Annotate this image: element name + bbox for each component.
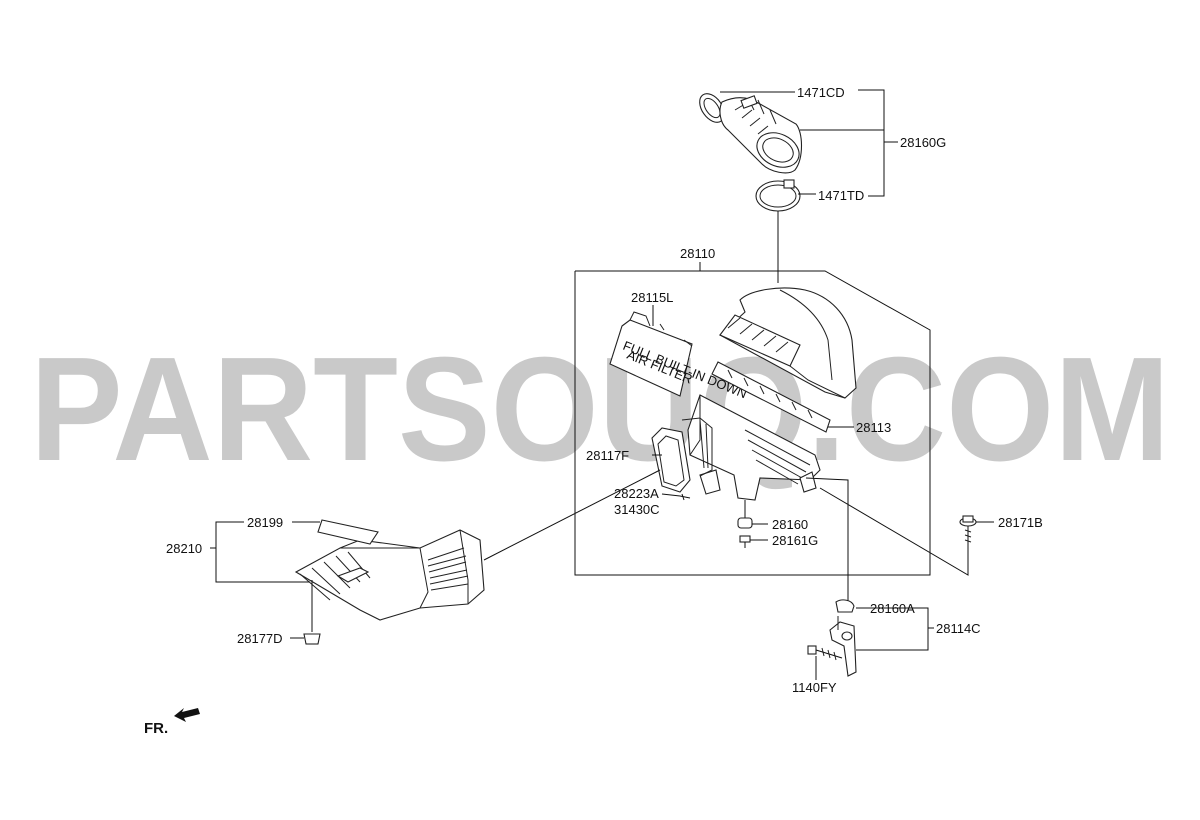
leader-28171b-line — [819, 487, 969, 576]
front-arrow-icon — [174, 708, 200, 722]
label-28160A[interactable]: 28160A — [870, 601, 915, 616]
label-28171B[interactable]: 28171B — [998, 515, 1043, 530]
assembly-outline — [574, 262, 931, 576]
label-28161G[interactable]: 28161G — [772, 533, 818, 548]
label-28110[interactable]: 28110 — [680, 246, 715, 261]
front-direction-indicator: FR. — [144, 708, 200, 737]
label-28160[interactable]: 28160 — [772, 517, 808, 532]
filter-element-part — [711, 361, 831, 433]
watermark-text: PARTSOUQ.COM — [30, 327, 1170, 492]
intake-duct-part — [294, 529, 485, 621]
air-cleaner-cover-part — [719, 287, 857, 399]
label-1471TD[interactable]: 1471TD — [818, 188, 864, 203]
label-28210[interactable]: 28210 — [166, 541, 202, 556]
bolt-1140fy-part — [807, 645, 843, 661]
label-28114C[interactable]: 28114C — [936, 621, 981, 636]
fr-label: FR. — [144, 720, 168, 737]
grommet-part — [737, 500, 753, 529]
label-28199[interactable]: 28199 — [247, 515, 283, 530]
label-1140FY[interactable]: 1140FY — [792, 680, 837, 695]
label-28160G[interactable]: 28160G — [900, 135, 946, 150]
label-31430C[interactable]: 31430C — [614, 502, 660, 517]
leader-lines — [210, 89, 994, 680]
grommet-28177d-part — [303, 580, 321, 645]
intake-hose-part — [699, 93, 803, 174]
air-cleaner-body-part — [687, 394, 821, 501]
label-28177D[interactable]: 28177D — [237, 631, 283, 646]
label-28113[interactable]: 28113 — [856, 420, 891, 435]
label-28223A[interactable]: 28223A — [614, 486, 659, 501]
pad-part — [317, 519, 379, 545]
screw-part — [679, 493, 691, 501]
bolt-28171b-part — [959, 515, 977, 548]
label-1471CD[interactable]: 1471CD — [797, 85, 845, 100]
bracket-part — [805, 477, 857, 677]
duct-connection-line — [483, 469, 661, 561]
clamp-part — [755, 179, 801, 283]
label-28115L[interactable]: 28115L — [631, 290, 673, 305]
label-28117F[interactable]: 28117F — [586, 448, 629, 463]
seal-part — [651, 417, 713, 493]
bolt-part — [739, 535, 751, 548]
